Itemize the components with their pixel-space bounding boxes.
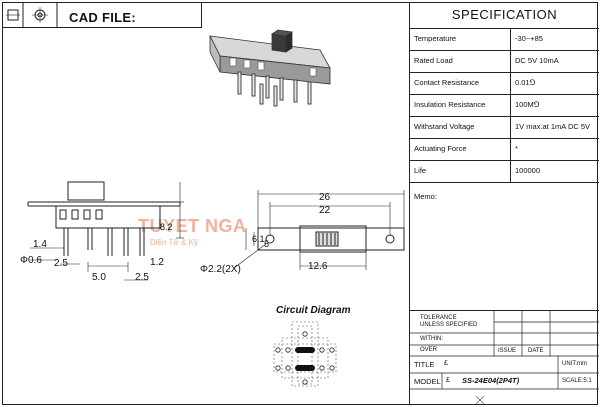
- spec-label: Rated Load: [414, 56, 453, 65]
- unless-specified-label: UNLESS SPECIFIED: [420, 322, 478, 328]
- within-label: WITHIN:: [420, 336, 443, 342]
- switch-side-view: [27, 181, 184, 281]
- scale-label: SCALE:5:1: [562, 378, 592, 384]
- switch-isometric-view: [209, 29, 331, 107]
- watermark-text: TUYET NGA: [138, 216, 247, 236]
- specification-title: SPECIFICATION: [410, 2, 599, 29]
- spec-row-actuating-force: Actuating Force *: [410, 138, 599, 161]
- dim-22: 22: [319, 205, 331, 216]
- title-block: TOLERANCE UNLESS SPECIFIED WITHIN: OVER …: [410, 310, 599, 406]
- spec-row-contact-resistance: Contact Resistance 0.01⅁: [410, 72, 599, 95]
- title-value: £: [444, 360, 448, 367]
- spec-label: Insulation Resistance: [414, 100, 486, 109]
- spec-value: 1V max.at 1mA DC 5V: [510, 116, 600, 138]
- dim-12-6: 12.6: [308, 261, 328, 272]
- cad-header: CAD FILE:: [2, 2, 202, 28]
- unit-label: UNIT:mm: [562, 361, 587, 367]
- spec-row-rated-load: Rated Load DC 5V 10mA: [410, 50, 599, 73]
- spec-row-temperature: Temperature -30~+85: [410, 28, 599, 51]
- dim-hole-diameter: Φ2.2(2X): [200, 264, 241, 275]
- model-name: SS-24E04(2P4T): [462, 376, 520, 385]
- dim-2-5-right: 2.5: [135, 272, 149, 283]
- dim-5-0: 5.0: [92, 272, 106, 283]
- spec-value: 0.01⅁: [510, 72, 600, 94]
- spec-value: -30~+85: [510, 28, 600, 50]
- watermark-subtext: Điện Tử & Kỹ: [150, 238, 198, 247]
- spec-label: Life: [414, 166, 427, 175]
- over-label: OVER: [420, 347, 438, 353]
- dim-8-2: 8.2: [160, 222, 173, 232]
- dim-26: 26: [319, 192, 331, 203]
- switch-top-view: [233, 190, 405, 270]
- spec-value: 100000: [510, 160, 600, 182]
- date-label: DATE: [528, 348, 544, 354]
- dim-1-2: 1.2: [150, 257, 164, 268]
- cad-file-title: CAD FILE:: [69, 10, 136, 25]
- title-label: TITLE: [414, 360, 435, 369]
- spec-value: *: [510, 138, 600, 160]
- dim-5: 5: [264, 239, 270, 249]
- issue-label: ISSUE: [498, 348, 517, 354]
- spec-row-withstand-voltage: Withstand Voltage 1V max.at 1mA DC 5V: [410, 116, 599, 139]
- spec-value: DC 5V 10mA: [510, 50, 600, 72]
- dim-6-1: 6.1: [252, 234, 265, 244]
- spec-label: Contact Resistance: [414, 78, 480, 87]
- circuit-diagram: [273, 321, 337, 387]
- specification-panel: SPECIFICATION Temperature -30~+85 Rated …: [409, 2, 599, 405]
- title-block-grid: [410, 311, 599, 405]
- cad-part-icon: [6, 3, 58, 27]
- spec-row-insulation-resistance: Insulation Resistance 100M⅁: [410, 94, 599, 117]
- spec-value: 100M⅁: [510, 94, 600, 116]
- dim-2-5-left: 2.5: [54, 258, 68, 269]
- tolerance-label: TOLERANCE: [420, 315, 457, 321]
- memo-label: Memo:: [414, 192, 437, 201]
- spec-label: Withstand Voltage: [414, 122, 475, 131]
- model-value: £: [446, 377, 450, 384]
- circuit-diagram-title: Circuit Diagram: [276, 305, 351, 316]
- dim-1-4: 1.4: [33, 239, 47, 250]
- model-label: MODEL: [414, 377, 441, 386]
- dim-pin-diameter: Φ0.6: [20, 255, 42, 266]
- spec-label: Actuating Force: [414, 144, 467, 153]
- spec-row-life: Life 100000: [410, 160, 599, 183]
- spec-label: Temperature: [414, 34, 457, 43]
